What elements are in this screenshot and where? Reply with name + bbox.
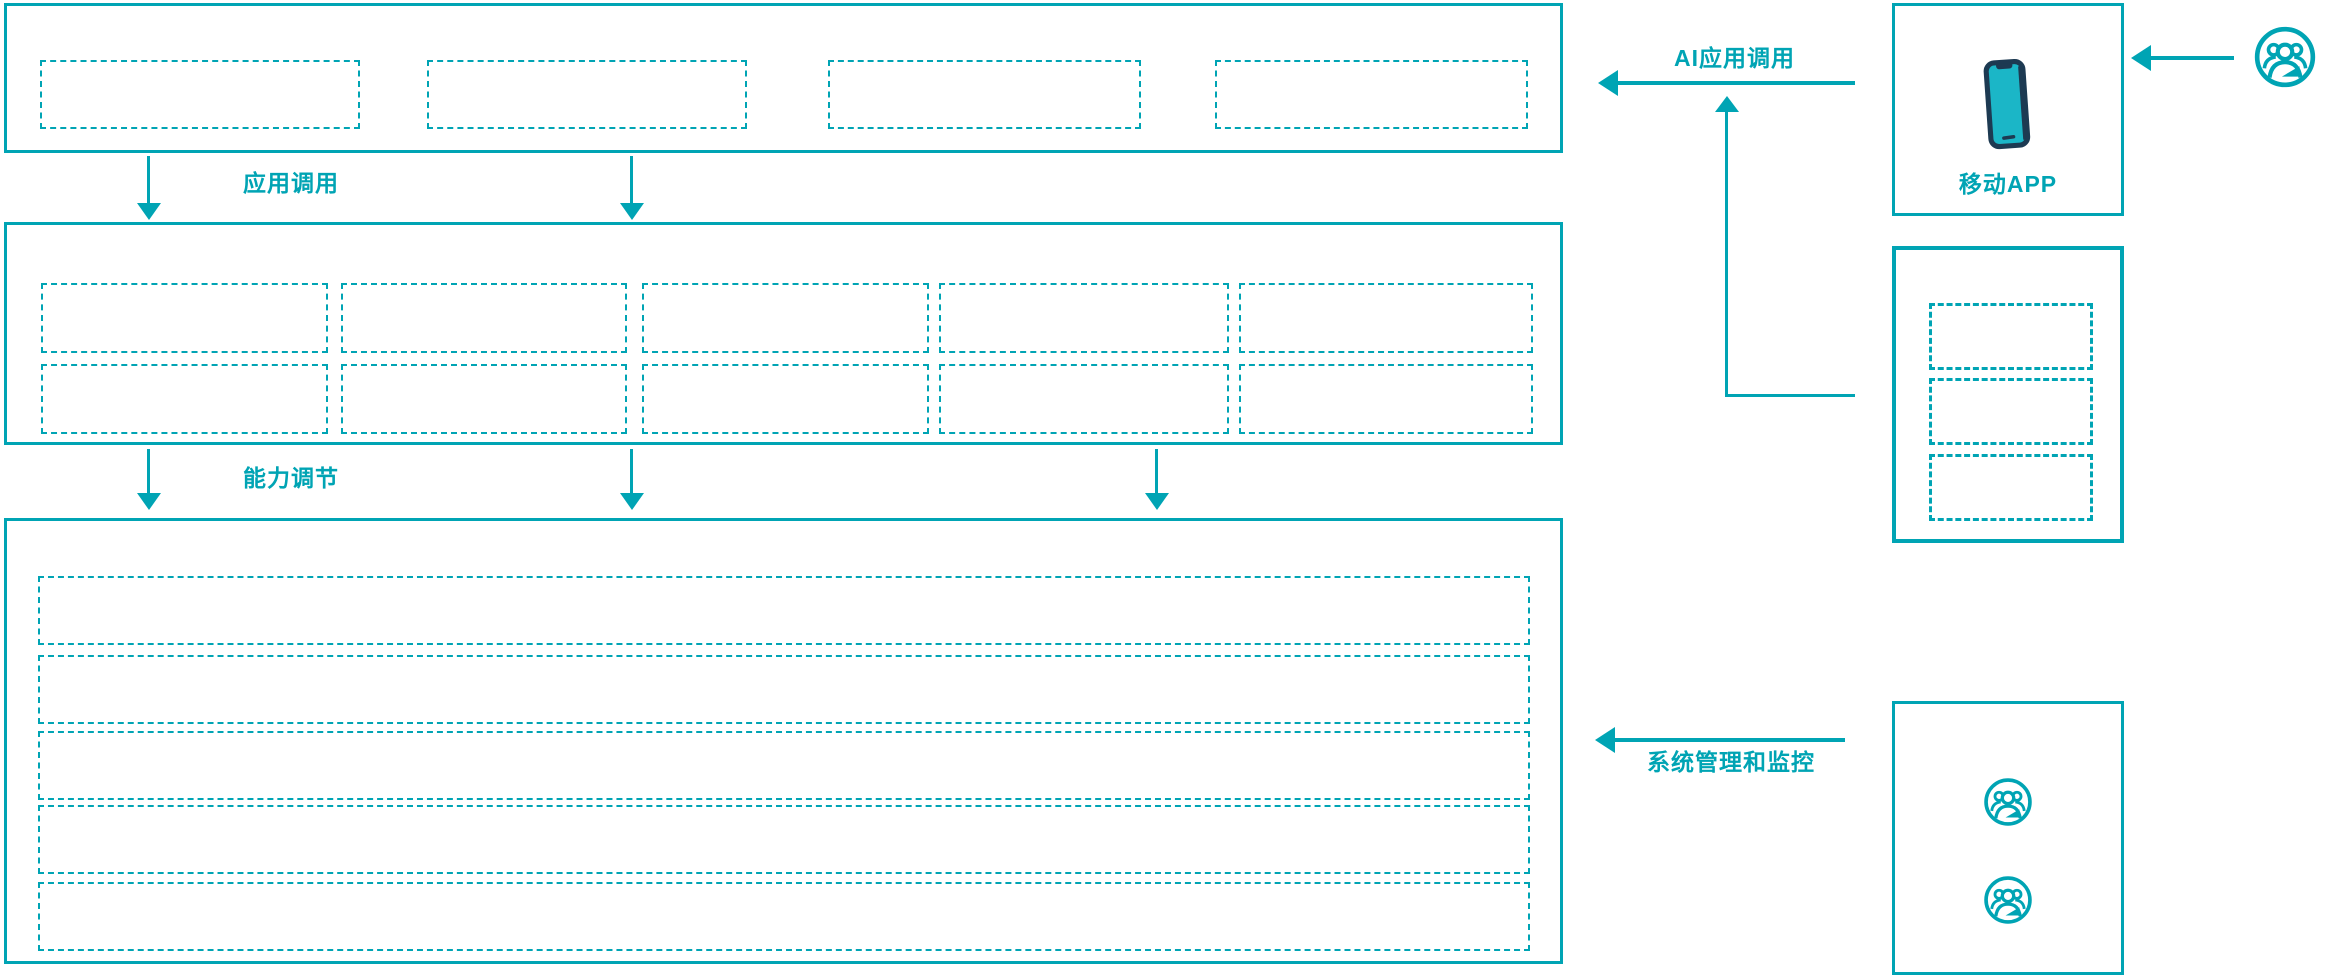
capability-layer-panel — [4, 518, 1563, 964]
arrow-app-call-left — [147, 156, 150, 203]
placeholder-box — [41, 364, 328, 434]
placeholder-box — [427, 60, 747, 129]
placeholder-box — [828, 60, 1141, 129]
placeholder-box — [41, 283, 328, 353]
user-group-icon — [2252, 24, 2318, 90]
user-group-icon — [1982, 874, 2034, 926]
admin-users-box — [1892, 701, 2124, 975]
arrow-capability-center — [630, 449, 633, 493]
right-middle-box — [1892, 246, 2124, 543]
placeholder-box — [642, 283, 929, 353]
label-app-call: 应用调用 — [243, 170, 339, 196]
placeholder-box — [40, 60, 360, 129]
placeholder-box — [1215, 60, 1528, 129]
arrow-app-call-right — [630, 156, 633, 203]
placeholder-box — [939, 364, 1229, 434]
user-group-icon — [1982, 776, 2034, 828]
connector-horizontal — [1725, 394, 1855, 397]
placeholder-box — [1929, 378, 2093, 445]
placeholder-row — [38, 805, 1530, 874]
placeholder-box — [1239, 364, 1533, 434]
label-system-management: 系统管理和监控 — [1647, 749, 1815, 775]
smartphone-icon — [1983, 58, 2033, 152]
placeholder-row — [38, 882, 1530, 951]
placeholder-box — [1239, 283, 1533, 353]
placeholder-box — [1929, 454, 2093, 521]
placeholder-row — [38, 655, 1530, 724]
placeholder-box — [939, 283, 1229, 353]
placeholder-row — [38, 731, 1530, 800]
arrow-capability-left — [147, 449, 150, 493]
placeholder-box — [642, 364, 929, 434]
app-layer-panel — [4, 3, 1563, 153]
arrow-user-to-mobile — [2151, 56, 2234, 60]
arrow-system-management — [1615, 738, 1845, 742]
placeholder-box — [341, 364, 627, 434]
label-mobile-app: 移动APP — [1958, 171, 2058, 197]
arrow-ai-app-call — [1618, 81, 1855, 85]
placeholder-box — [1929, 303, 2093, 370]
mobile-app-box: 移动APP — [1892, 3, 2124, 216]
service-layer-panel — [4, 222, 1563, 445]
placeholder-box — [341, 283, 627, 353]
label-ai-app-call: AI应用调用 — [1674, 45, 1795, 71]
connector-up-arrow — [1725, 112, 1728, 396]
label-capability-adjust: 能力调节 — [243, 465, 339, 491]
placeholder-row — [38, 576, 1530, 645]
arrow-capability-right — [1155, 449, 1158, 493]
